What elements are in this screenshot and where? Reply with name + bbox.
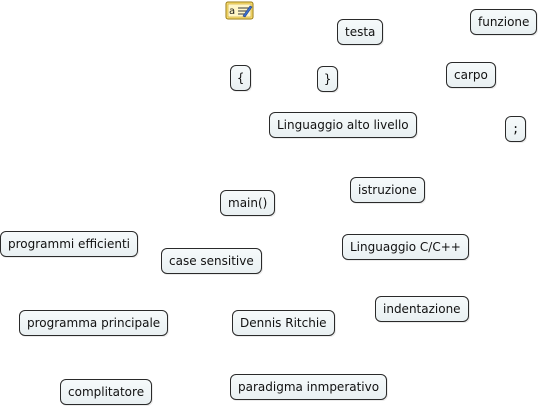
node-case-sensitive[interactable]: case sensitive — [161, 248, 262, 274]
node-istruzione[interactable]: istruzione — [350, 177, 425, 203]
node-carpo[interactable]: carpo — [446, 62, 496, 88]
node-complitatore[interactable]: complitatore — [60, 379, 153, 405]
node-paradigma-inmperativo[interactable]: paradigma inmperativo — [230, 374, 388, 400]
node-indentazione[interactable]: indentazione — [375, 296, 469, 322]
node-linguaggio-c[interactable]: Linguaggio C/C++ — [342, 234, 469, 260]
node-semicolon[interactable]: ; — [505, 116, 527, 142]
node-brace-close[interactable]: } — [317, 66, 339, 92]
node-programmi-efficienti[interactable]: programmi efficienti — [0, 231, 139, 257]
text-edit-icon[interactable]: a — [225, 1, 255, 21]
node-linguaggio-alto-livello[interactable]: Linguaggio alto livello — [269, 112, 417, 138]
node-main[interactable]: main() — [220, 190, 276, 216]
node-funzione[interactable]: funzione — [470, 9, 538, 35]
node-programma-principale[interactable]: programma principale — [19, 310, 169, 336]
svg-text:a: a — [229, 6, 235, 17]
node-testa[interactable]: testa — [337, 19, 384, 45]
node-dennis-ritchie[interactable]: Dennis Ritchie — [232, 310, 335, 336]
node-brace-open[interactable]: { — [230, 65, 252, 91]
